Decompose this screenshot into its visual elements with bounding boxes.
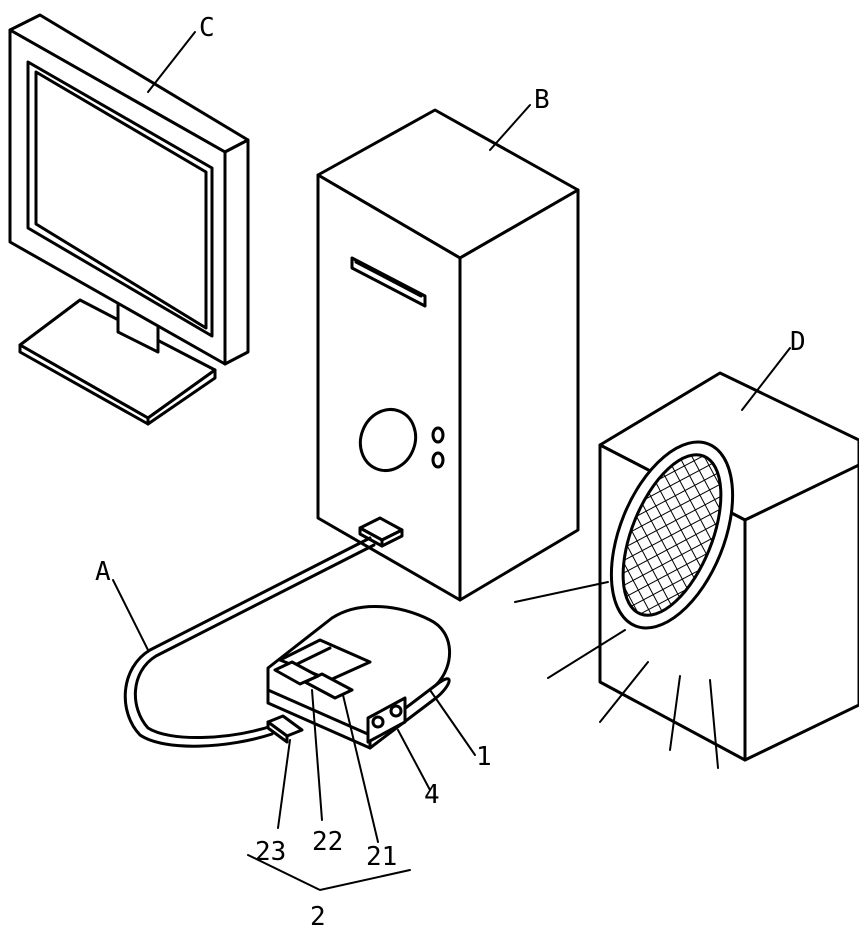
label-speaker: D bbox=[790, 327, 806, 357]
labels: C B D A 1 4 21 22 23 2 bbox=[95, 13, 806, 932]
label-device: 1 bbox=[476, 742, 492, 772]
label-plug-23: 23 bbox=[255, 837, 286, 867]
speaker bbox=[514, 371, 859, 769]
label-port: 4 bbox=[424, 780, 440, 810]
label-cable: A bbox=[95, 557, 111, 587]
label-tower: B bbox=[534, 85, 550, 115]
label-button-21: 21 bbox=[366, 842, 397, 872]
label-monitor: C bbox=[199, 13, 215, 43]
device bbox=[266, 604, 451, 750]
label-group-2: 2 bbox=[310, 902, 326, 932]
cable bbox=[123, 536, 376, 748]
tower bbox=[316, 108, 580, 602]
label-button-22: 22 bbox=[312, 827, 343, 857]
monitor bbox=[8, 13, 250, 426]
leader-lines bbox=[112, 31, 791, 892]
